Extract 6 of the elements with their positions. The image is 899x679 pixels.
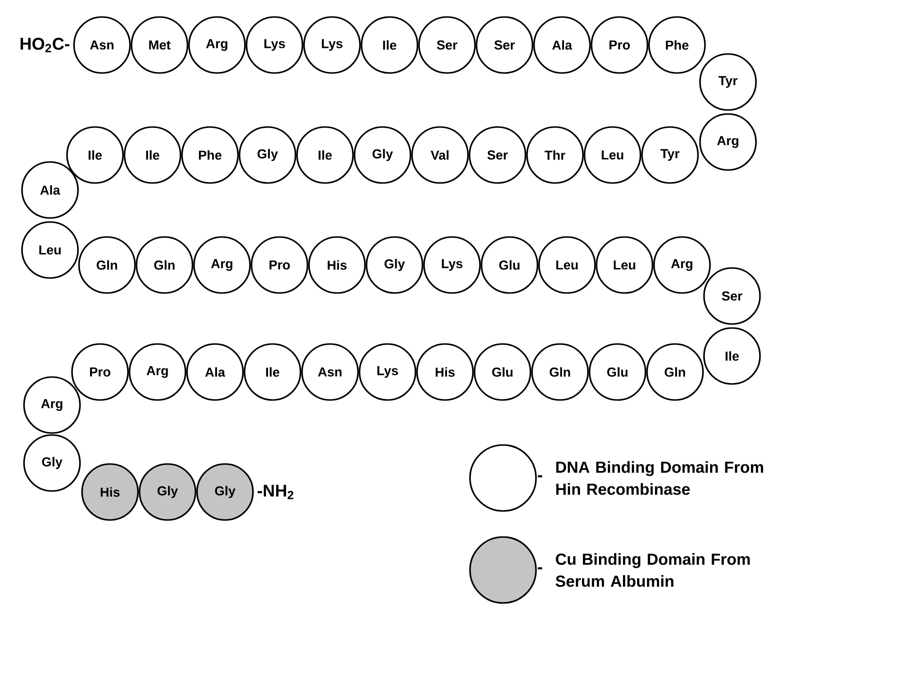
legend-text: DNA Binding Domain From Hin Recombinase [556,461,764,495]
legend-dash: - [538,475,542,478]
legend-text: Cu Binding Domain From Serum Albumin [556,553,750,587]
legend-dash: - [538,567,542,570]
terminus-label: -NH$_{2}$ [258,484,294,500]
terminus-label: HO$_{2}$C- [20,38,70,52]
